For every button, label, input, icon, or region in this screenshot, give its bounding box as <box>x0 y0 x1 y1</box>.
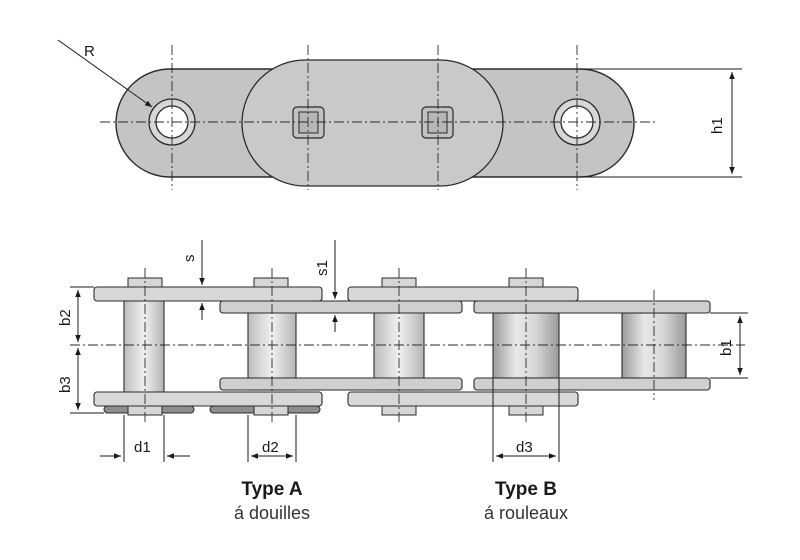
d2-dimension <box>247 415 297 462</box>
h1-label: h1 <box>709 117 726 134</box>
b3-label: b3 <box>57 376 74 393</box>
side-center-lines <box>70 268 745 425</box>
type-a-caption: Type A á douilles <box>234 479 310 523</box>
d1-dimension <box>100 415 190 462</box>
bushing-1 <box>123 290 165 398</box>
side-view: b2 b3 s s1 b1 d1 <box>57 240 748 462</box>
s1-label: s1 <box>314 260 331 276</box>
plate-top-inner-1 <box>219 300 463 314</box>
b1-dimension <box>710 312 748 379</box>
type-b-caption: Type B á rouleaux <box>484 479 568 523</box>
d2-label: d2 <box>262 439 279 456</box>
type-a-title: Type A <box>241 479 303 500</box>
type-b-subtitle: á rouleaux <box>484 503 568 523</box>
plate-bottom-outer-1 <box>93 391 323 407</box>
plate-bottom-inner-2 <box>473 377 711 391</box>
d1-label: d1 <box>134 439 151 456</box>
pin-end-left <box>292 106 325 139</box>
radius-leader <box>57 39 153 108</box>
b2-b3-dimension <box>70 286 104 414</box>
type-b-title: Type B <box>495 479 557 500</box>
pin-head-bottom-2 <box>253 405 289 416</box>
b2-label: b2 <box>57 309 74 326</box>
plate-bottom-inner-1 <box>219 377 463 391</box>
b1-label: b1 <box>718 339 735 356</box>
d3-label: d3 <box>516 439 533 456</box>
h1-dimension <box>580 68 742 178</box>
radius-label: R <box>84 43 95 60</box>
plate-top-inner-2 <box>473 300 711 314</box>
plate-top-outer-2 <box>347 286 579 302</box>
plate-bottom-outer-2 <box>347 391 579 407</box>
top-center-lines <box>100 45 655 190</box>
type-a-subtitle: á douilles <box>234 503 310 523</box>
pin-head-top-2 <box>253 277 289 288</box>
inner-link-plate <box>241 59 504 187</box>
d3-dimension <box>492 378 560 462</box>
plate-top-outer-1 <box>93 286 323 302</box>
s-label: s <box>181 255 198 263</box>
pin-end-right <box>421 106 454 139</box>
top-view: R h1 <box>57 39 742 190</box>
